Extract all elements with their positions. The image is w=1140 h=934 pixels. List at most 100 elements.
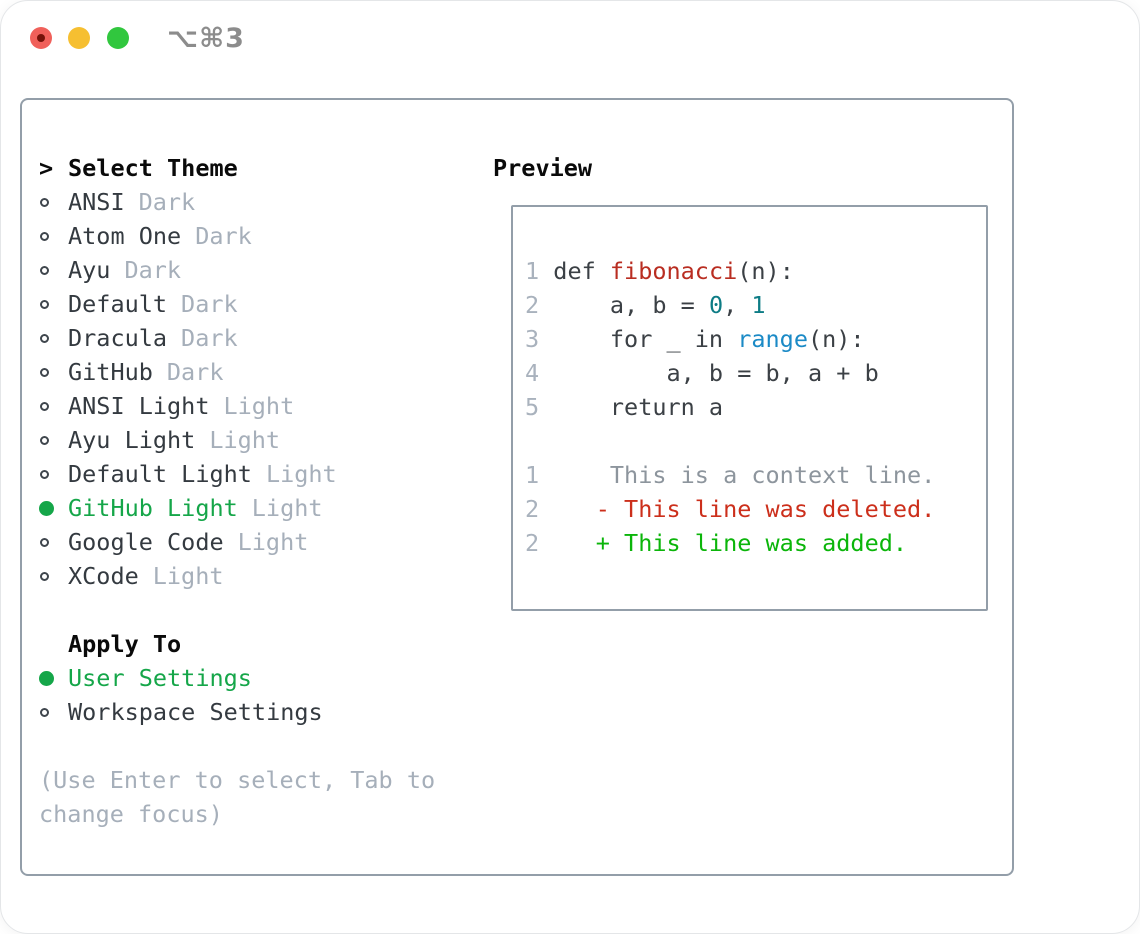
code-segment: [539, 495, 596, 523]
selected-radio-icon: [39, 500, 54, 516]
minimize-button[interactable]: [68, 27, 90, 49]
close-button[interactable]: [30, 27, 52, 49]
code-segment: - This line was deleted.: [595, 495, 936, 523]
theme-variant-tag: Dark: [181, 290, 238, 318]
radio-icon: [40, 265, 49, 275]
theme-option-default[interactable]: Default Dark: [39, 287, 479, 321]
apply-option-label: User Settings: [68, 664, 252, 692]
apply-option-user-settings[interactable]: User Settings: [39, 661, 479, 695]
radio-icon: [40, 333, 49, 343]
code-segment: (n):: [807, 325, 865, 353]
theme-name: GitHub Light: [68, 494, 238, 522]
code-segment: 4: [525, 359, 540, 387]
code-line: 2 + This line was added.: [525, 526, 986, 560]
code-line: 2 - This line was deleted.: [525, 492, 986, 526]
theme-name: Default Light: [68, 460, 252, 488]
radio-icon: [40, 707, 49, 717]
theme-option-ansi[interactable]: ANSI Dark: [39, 185, 479, 219]
code-segment: + This line was added.: [595, 529, 908, 557]
theme-option-google-code[interactable]: Google Code Light: [39, 525, 479, 559]
code-segment: This is a context line.: [609, 461, 936, 489]
code-segment: 2: [525, 495, 540, 523]
code-segment: range: [737, 325, 808, 353]
theme-option-github[interactable]: GitHub Dark: [39, 355, 479, 389]
zoom-button[interactable]: [107, 27, 129, 49]
code-line: 1 def fibonacci(n):: [525, 254, 986, 288]
code-segment: 1: [525, 257, 540, 285]
code-segment: 0: [708, 291, 724, 319]
theme-variant-tag: Dark: [138, 188, 196, 216]
radio-cell: [39, 537, 68, 547]
code-line: 3 for _ in range(n):: [525, 322, 986, 356]
radio-cell: [39, 299, 68, 309]
radio-cell: [39, 571, 68, 581]
select-theme-header: > Select Theme: [39, 151, 479, 185]
radio-icon: [40, 435, 49, 445]
theme-variant-tag: Light: [237, 528, 309, 556]
theme-variant-tag: Light: [223, 392, 295, 420]
theme-name: Ayu Light: [68, 426, 196, 454]
theme-variant-tag: Dark: [124, 256, 182, 284]
theme-variant-tag: Light: [251, 494, 323, 522]
code-segment: [539, 529, 596, 557]
theme-option-ansi-light[interactable]: ANSI Light Light: [39, 389, 479, 423]
theme-variant-tag: Dark: [195, 222, 252, 250]
apply-to-header: Apply To: [39, 627, 479, 661]
hint-text: (Use Enter to select, Tab to change focus…: [39, 763, 479, 831]
code-segment: 2: [525, 291, 540, 319]
apply-to-label: Apply To: [68, 630, 182, 658]
code-segment: for _ in: [539, 325, 738, 353]
theme-option-ayu-light[interactable]: Ayu Light Light: [39, 423, 479, 457]
theme-variant-tag: Dark: [181, 324, 238, 352]
code-segment: 3: [525, 325, 540, 353]
radio-cell: [39, 500, 68, 516]
radio-cell: [39, 707, 68, 717]
radio-cell: [39, 670, 68, 686]
theme-option-atom-one[interactable]: Atom One Dark: [39, 219, 479, 253]
code-segment: 1: [525, 461, 540, 489]
theme-name: GitHub: [68, 358, 153, 386]
radio-icon: [40, 571, 49, 581]
apply-option-workspace-settings[interactable]: Workspace Settings: [39, 695, 479, 729]
theme-name: Google Code: [68, 528, 224, 556]
theme-name: Atom One: [68, 222, 182, 250]
theme-variant-tag: Light: [152, 562, 224, 590]
radio-icon: [40, 231, 49, 241]
theme-variant-tag: Light: [209, 426, 281, 454]
theme-option-default-light[interactable]: Default Light Light: [39, 457, 479, 491]
theme-name: Ayu: [68, 256, 111, 284]
theme-variant-tag: Dark: [166, 358, 224, 386]
code-segment: ,: [723, 291, 752, 319]
hint-line: change focus): [39, 800, 223, 828]
apply-option-label: Workspace Settings: [68, 698, 323, 726]
code-line: 5 return a: [525, 390, 986, 424]
code-segment: a, b = b, a + b: [539, 359, 879, 387]
code-line: 2 a, b = 0, 1: [525, 288, 986, 322]
theme-name: Default: [68, 290, 168, 318]
code-segment: (n):: [737, 257, 794, 285]
hint-line: (Use Enter to select, Tab to: [39, 766, 436, 794]
theme-name: ANSI Light: [68, 392, 210, 420]
radio-icon: [40, 469, 49, 479]
radio-icon: [40, 299, 49, 309]
theme-name: ANSI: [68, 188, 125, 216]
code-segment: 5: [525, 393, 540, 421]
radio-cell: [39, 401, 68, 411]
radio-cell: [39, 333, 68, 343]
code-segment: def: [539, 257, 610, 285]
theme-variant-tag: Light: [265, 460, 337, 488]
preview-header: Preview: [493, 154, 593, 182]
code-line: 4 a, b = b, a + b: [525, 356, 986, 390]
code-segment: [539, 461, 610, 489]
theme-option-github-light[interactable]: GitHub Light Light: [39, 491, 479, 525]
theme-option-ayu[interactable]: Ayu Dark: [39, 253, 479, 287]
code-line: [525, 424, 986, 458]
